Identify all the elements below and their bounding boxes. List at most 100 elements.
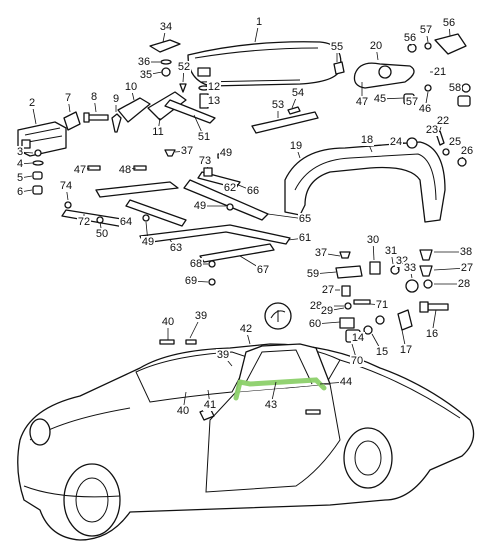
bolt-13-drawing bbox=[199, 93, 209, 109]
detail-callout-drawing bbox=[264, 302, 292, 330]
callout-bg-67 bbox=[256, 264, 270, 276]
callout-number-15: 15 bbox=[376, 346, 388, 358]
bracket-74-drawing bbox=[197, 67, 211, 77]
callout-number-66: 66 bbox=[247, 185, 259, 197]
callout-bg-26 bbox=[460, 145, 474, 157]
callout-bg-69 bbox=[184, 275, 198, 287]
callout-number-63: 63 bbox=[170, 242, 182, 254]
callout-number-49: 49 bbox=[142, 236, 154, 248]
callout-number-27: 27 bbox=[461, 262, 473, 274]
rail-52-drawing bbox=[251, 111, 319, 134]
callout-bg-42 bbox=[239, 323, 253, 335]
callout-number-47: 47 bbox=[74, 164, 86, 176]
callout-number-54: 54 bbox=[292, 87, 304, 99]
callout-number-57: 57 bbox=[406, 96, 418, 108]
callout-number-5: 5 bbox=[17, 172, 23, 184]
callout-number-62: 62 bbox=[224, 182, 236, 194]
callout-bg-71 bbox=[375, 299, 389, 311]
callout-bg-70 bbox=[350, 355, 364, 367]
highlighted-seal-42-upright bbox=[233, 379, 243, 401]
callout-bg-52 bbox=[177, 61, 191, 73]
callout-bg-66 bbox=[246, 185, 260, 197]
callout-bg-65 bbox=[298, 213, 312, 225]
callout-number-59: 59 bbox=[307, 268, 319, 280]
callout-number-47: 47 bbox=[356, 96, 368, 108]
callout-number-39: 39 bbox=[217, 349, 229, 361]
callout-number-60: 60 bbox=[309, 318, 321, 330]
callout-number-48: 48 bbox=[119, 164, 131, 176]
callout-bg-64 bbox=[119, 216, 133, 228]
callout-bg-53 bbox=[271, 99, 285, 111]
callout-bg-44 bbox=[339, 376, 353, 388]
callout-number-8: 8 bbox=[91, 91, 97, 103]
callout-number-2: 2 bbox=[29, 97, 35, 109]
callout-bg-16 bbox=[425, 328, 439, 340]
callout-number-28: 28 bbox=[310, 300, 322, 312]
callout-number-22: 22 bbox=[437, 115, 449, 127]
callout-bg-38 bbox=[459, 246, 473, 258]
callout-number-44: 44 bbox=[340, 376, 352, 388]
callout-number-26: 26 bbox=[461, 145, 473, 157]
callout-bg-21 bbox=[433, 66, 447, 78]
callout-bg-49 bbox=[141, 236, 155, 248]
callout-number-61: 61 bbox=[299, 232, 311, 244]
callout-bg-57 bbox=[405, 96, 419, 108]
callout-number-37: 37 bbox=[315, 247, 327, 259]
callout-bg-14 bbox=[351, 332, 365, 344]
side-rails-drawing bbox=[61, 171, 291, 263]
callout-number-4: 4 bbox=[17, 158, 23, 170]
callout-bg-9 bbox=[112, 93, 120, 105]
callout-number-40: 40 bbox=[177, 405, 189, 417]
callout-bg-24 bbox=[389, 136, 403, 148]
callout-number-74: 74 bbox=[60, 180, 72, 192]
callout-bg-28 bbox=[309, 300, 323, 312]
callout-bg-35 bbox=[139, 69, 153, 81]
callout-bg-2 bbox=[28, 97, 36, 109]
callout-number-30: 30 bbox=[367, 234, 379, 246]
callout-number-67: 67 bbox=[257, 264, 269, 276]
callout-number-17: 17 bbox=[400, 344, 412, 356]
callout-bg-57 bbox=[419, 24, 433, 36]
callout-bg-18 bbox=[360, 134, 374, 146]
screw-9-drawing bbox=[111, 113, 122, 133]
callout-bg-37 bbox=[180, 145, 194, 157]
callout-number-42: 42 bbox=[240, 323, 252, 335]
callout-number-14: 14 bbox=[352, 332, 364, 344]
callout-number-1: 1 bbox=[256, 16, 262, 28]
screws-middle bbox=[64, 149, 234, 286]
callout-number-24: 24 bbox=[390, 136, 402, 148]
callout-bg-33 bbox=[403, 262, 417, 274]
callout-number-18: 18 bbox=[361, 134, 373, 146]
callout-bg-25 bbox=[448, 136, 462, 148]
callout-bg-13 bbox=[207, 95, 221, 107]
callout-bg-23 bbox=[425, 124, 439, 136]
callout-bg-29 bbox=[320, 305, 334, 317]
callout-bg-34 bbox=[159, 21, 173, 33]
callout-bg-5 bbox=[16, 172, 24, 184]
bolt-8-drawing bbox=[83, 112, 109, 123]
callout-bg-56 bbox=[442, 17, 456, 29]
callout-bg-30 bbox=[366, 234, 380, 246]
callout-number-37: 37 bbox=[181, 145, 193, 157]
callout-number-68: 68 bbox=[190, 258, 202, 270]
callout-bg-4 bbox=[16, 158, 24, 170]
callout-number-7: 7 bbox=[65, 92, 71, 104]
callout-number-46: 46 bbox=[419, 103, 431, 115]
callout-bg-41 bbox=[203, 399, 217, 411]
callout-bg-54 bbox=[291, 87, 305, 99]
callout-bg-22 bbox=[436, 115, 450, 127]
callout-bg-50 bbox=[95, 228, 109, 240]
bracket-7-drawing bbox=[63, 111, 81, 131]
callout-number-20: 20 bbox=[370, 40, 382, 52]
car-body-drawing bbox=[17, 343, 475, 541]
callout-number-56: 56 bbox=[404, 32, 416, 44]
callout-number-71: 71 bbox=[376, 299, 388, 311]
callout-bg-39 bbox=[194, 310, 208, 322]
latch-assembly-drawing bbox=[17, 121, 67, 157]
callout-number-19: 19 bbox=[290, 140, 302, 152]
callout-bg-72 bbox=[77, 216, 91, 228]
screw-53-drawing bbox=[287, 106, 301, 115]
callout-bg-55 bbox=[330, 41, 344, 53]
tab-54-drawing bbox=[333, 61, 345, 75]
